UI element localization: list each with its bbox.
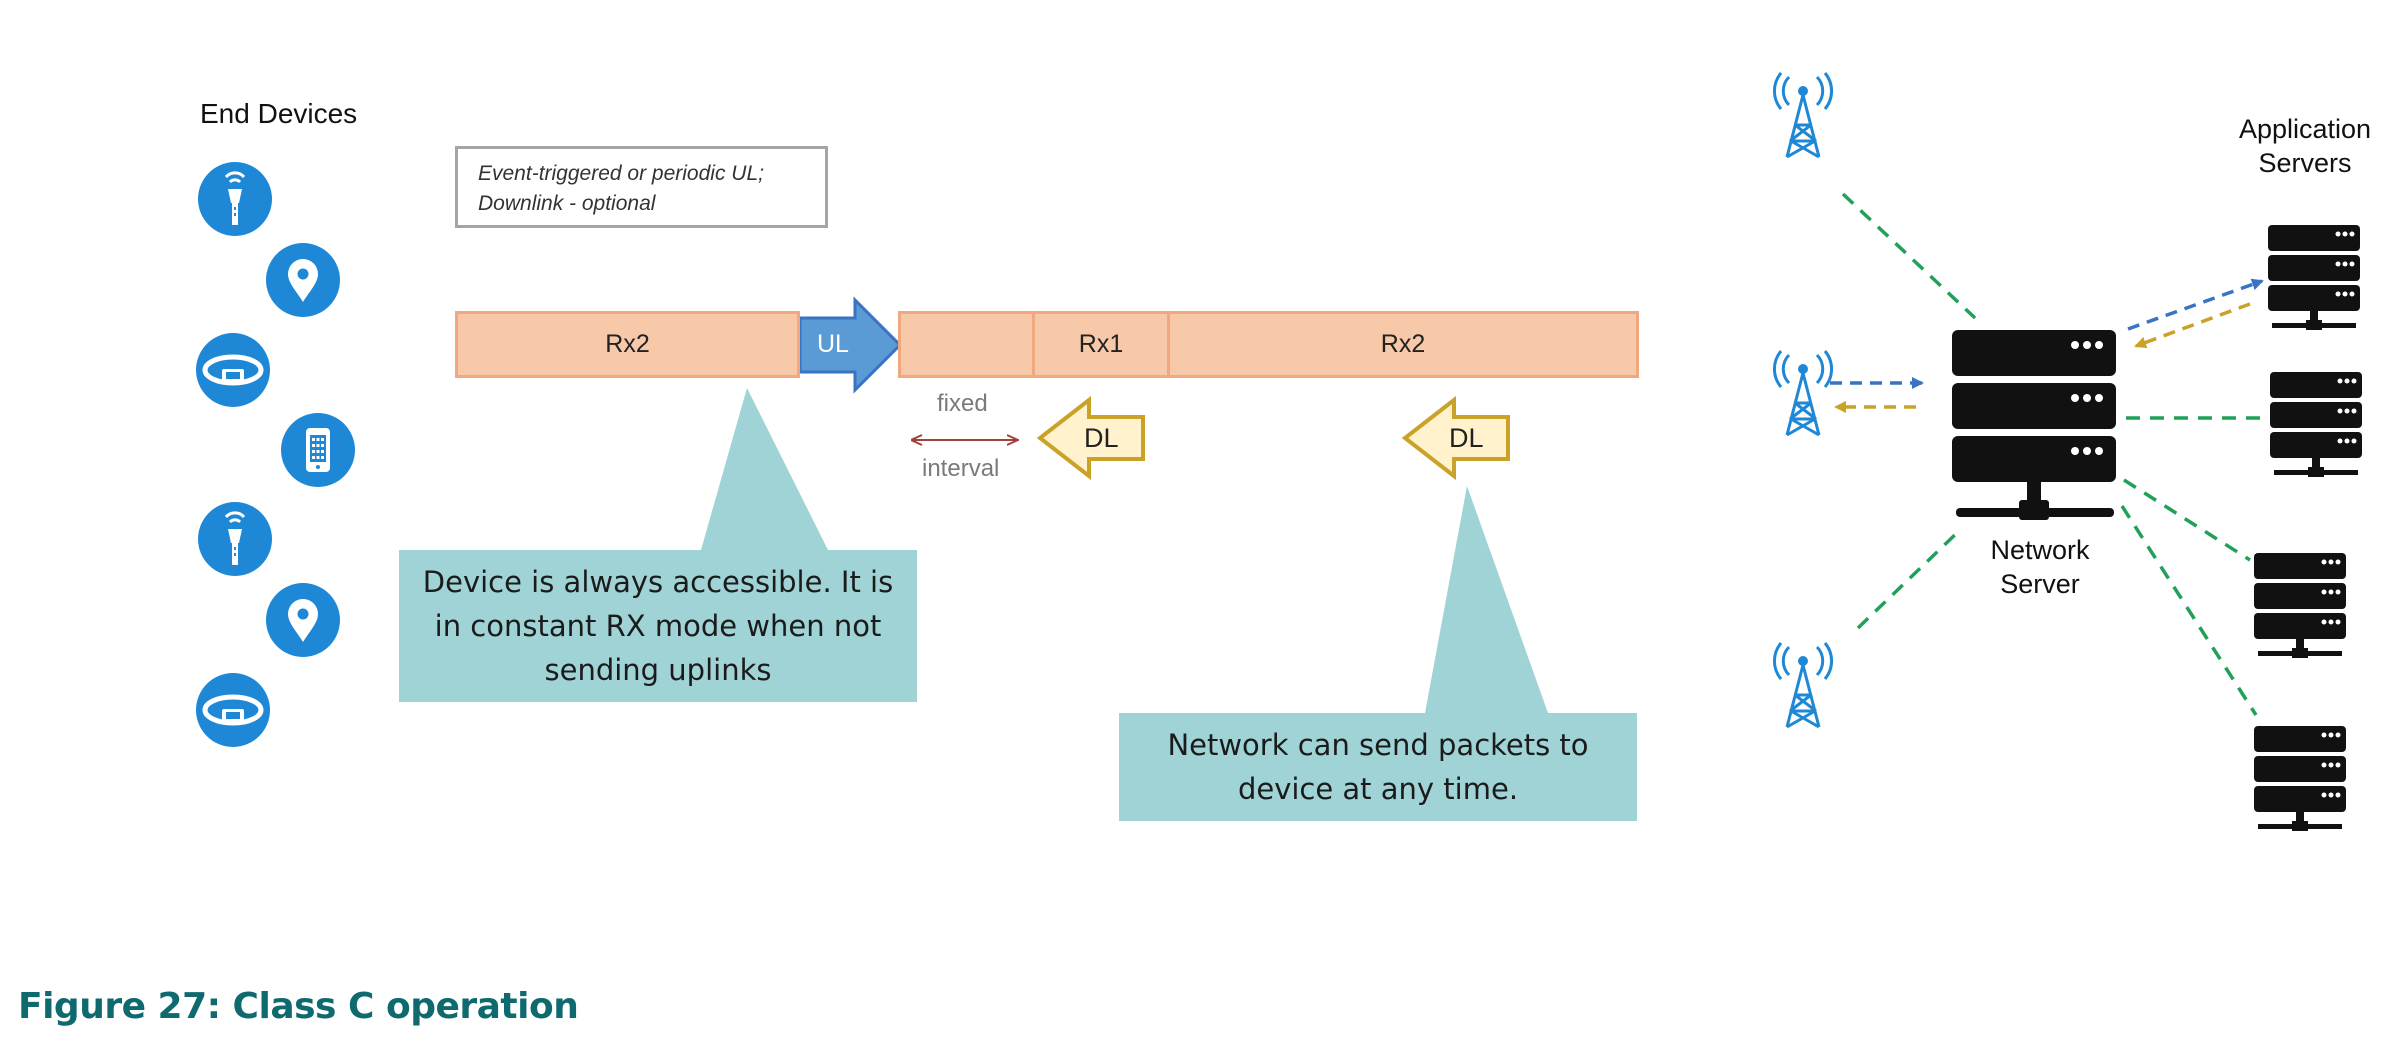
dl-label-2: DL xyxy=(1449,423,1484,453)
note-box: Event-triggered or periodic UL; Downlink… xyxy=(455,146,828,228)
network-server-label: Network Server xyxy=(1990,533,2090,601)
gateway-tower-icon xyxy=(1772,641,1834,729)
network-server-line1: Network xyxy=(1990,535,2090,565)
timeline-gap-segment xyxy=(898,311,1035,378)
app-servers-line1: Application xyxy=(2238,114,2372,144)
application-server-icon xyxy=(2268,225,2360,330)
application-server-icon xyxy=(2254,726,2346,831)
network-server-line2: Server xyxy=(2000,569,2080,599)
callout-box-2 xyxy=(1119,713,1637,821)
end-devices-title: End Devices xyxy=(200,98,358,129)
gateway-tower-icon xyxy=(1772,349,1834,437)
callout2-line1: Network can send packets to xyxy=(1167,728,1589,762)
note-line-2: Downlink - optional xyxy=(478,192,656,215)
app-servers-line2: Servers xyxy=(2258,148,2352,178)
link-server-app3 xyxy=(2123,478,2251,562)
ul-label: UL xyxy=(817,330,849,358)
gateway-tower-icon xyxy=(1772,71,1834,159)
link-tower1-server xyxy=(1841,192,1977,320)
wristband-icon xyxy=(196,333,270,407)
timeline-rx1: Rx1 xyxy=(1032,311,1170,378)
timeline-rx2-after: Rx2 xyxy=(1167,311,1639,378)
phone-icon xyxy=(281,413,355,487)
dl-label-1: DL xyxy=(1084,423,1119,453)
uplink-server-app1 xyxy=(2127,278,2264,331)
uplink-arrow xyxy=(798,296,903,394)
callout1-line1: Device is always accessible. It is xyxy=(422,565,894,599)
callout-box-1 xyxy=(399,550,917,702)
sensor-icon xyxy=(196,160,274,238)
location-pin-icon xyxy=(266,583,340,657)
location-pin-icon xyxy=(266,243,340,317)
callout-text-1: Device is always accessible. It is in co… xyxy=(399,550,917,702)
callout-pointer-2 xyxy=(1425,486,1548,713)
downlink-app1-server xyxy=(2134,302,2251,349)
note-line-1: Event-triggered or periodic UL; xyxy=(478,162,764,185)
wristband-icon xyxy=(196,673,270,747)
callout-text-2: Network can send packets to device at an… xyxy=(1119,713,1637,821)
figure-caption: Figure 27: Class C operation xyxy=(18,986,579,1027)
callout1-line2: in constant RX mode when not xyxy=(434,609,882,643)
downlink-arrow-1 xyxy=(1036,395,1145,481)
downlink-arrow-2 xyxy=(1401,395,1510,481)
fixed-label: fixed xyxy=(937,390,988,417)
link-tower3-server xyxy=(1856,528,1962,630)
application-servers-label: Application Servers xyxy=(2220,112,2384,180)
sensor-icon xyxy=(196,500,274,578)
timeline-rx2-before: Rx2 xyxy=(455,311,800,378)
link-server-app4 xyxy=(2120,505,2258,716)
interval-label: interval xyxy=(922,455,1000,482)
application-server-icon xyxy=(2254,553,2346,658)
callout-pointer-1 xyxy=(701,388,828,550)
callout1-line3: sending uplinks xyxy=(544,653,772,687)
callout2-line2: device at any time. xyxy=(1237,772,1519,806)
network-server-icon xyxy=(1952,330,2116,520)
application-server-icon xyxy=(2270,372,2362,477)
